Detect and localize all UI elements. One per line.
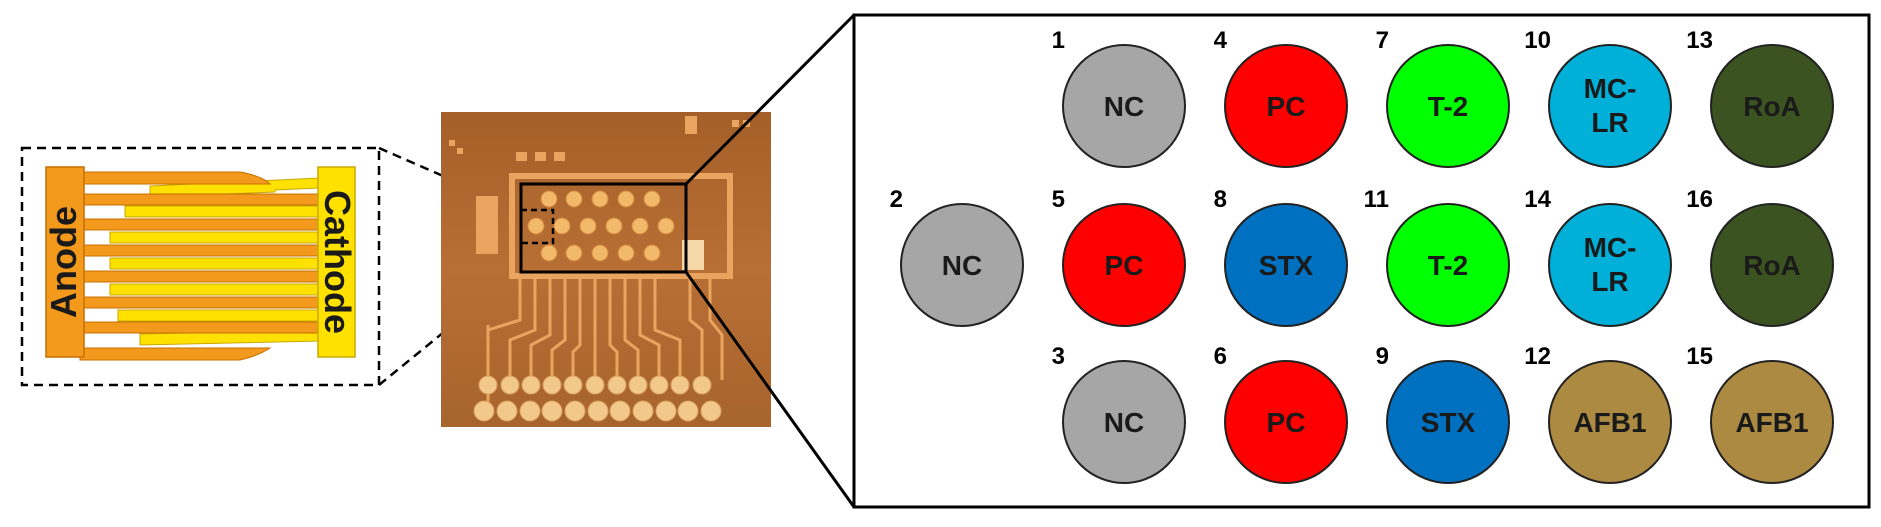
spot-circle	[1224, 44, 1348, 168]
spot-label: STX	[1259, 250, 1314, 281]
spot-circle	[1386, 203, 1510, 327]
spot-circle	[1062, 44, 1186, 168]
spot-number: 1	[1052, 27, 1065, 54]
chip-electrodes	[527, 190, 675, 262]
spot-circle	[1386, 360, 1510, 484]
chip-markers	[449, 116, 750, 161]
spot-circle	[1062, 360, 1186, 484]
spot-number: 14	[1524, 186, 1551, 213]
spot-number: 10	[1524, 27, 1551, 54]
spot-number: 2	[890, 186, 903, 213]
spot-1: 1NC	[1052, 27, 1186, 168]
cathode-label: Cathode	[317, 190, 358, 334]
spot-circle	[1710, 44, 1834, 168]
spot-number: 11	[1364, 186, 1389, 213]
spot-label: AFB1	[1573, 407, 1646, 438]
chip-array-frame	[509, 173, 733, 279]
spot-circle	[1224, 360, 1348, 484]
spot-5: 5PC	[1052, 186, 1186, 327]
array-connector-bottom	[684, 271, 856, 508]
spot-label: NC	[1104, 407, 1144, 438]
array-connector-top	[684, 13, 856, 186]
spot-number: 8	[1214, 186, 1227, 213]
spot-array: 1NC4PC7T-210MC-LR13RoA2NC5PC8STX11T-214M…	[890, 27, 1834, 484]
spot-label: PC	[1267, 91, 1306, 122]
spot-number: 6	[1214, 343, 1227, 370]
spot-circle	[1710, 203, 1834, 327]
spot-number: 13	[1686, 27, 1713, 54]
chip-traces	[486, 276, 724, 410]
spot-number: 3	[1052, 343, 1065, 370]
spot-array-panel: 1NC4PC7T-210MC-LR13RoA2NC5PC8STX11T-214M…	[852, 13, 1871, 509]
spot-7: 7T-2	[1376, 27, 1510, 168]
spot-number: 12	[1524, 343, 1551, 370]
spot-circle	[1548, 44, 1672, 168]
spot-label: PC	[1105, 250, 1144, 281]
spot-label: T-2	[1428, 250, 1468, 281]
chip-side-pad	[476, 196, 498, 254]
spot-circle	[1386, 44, 1510, 168]
cathode-bar	[317, 166, 356, 358]
spot-label: PC	[1267, 407, 1306, 438]
spot-label: MC-LR	[1584, 232, 1637, 297]
spot-label: STX	[1421, 407, 1476, 438]
spot-number: 16	[1686, 186, 1713, 213]
spot-2: 2NC	[890, 186, 1024, 327]
spot-circle	[1548, 203, 1672, 327]
spot-label: T-2	[1428, 91, 1468, 122]
spot-number: 5	[1052, 186, 1065, 213]
spot-4: 4PC	[1214, 27, 1348, 168]
spot-3: 3NC	[1052, 343, 1186, 484]
electrode-detail: Anode Cathode	[20, 146, 381, 387]
spot-circle	[900, 203, 1024, 327]
spot-label: AFB1	[1735, 407, 1808, 438]
cathode-fingers	[109, 177, 326, 346]
chip-array-zoom-box	[519, 182, 688, 274]
spot-label: NC	[1104, 91, 1144, 122]
spot-circle	[1062, 203, 1186, 327]
spot-number: 15	[1686, 343, 1713, 370]
spot-6: 6PC	[1214, 343, 1348, 484]
chip-photo	[441, 112, 771, 427]
spot-number: 7	[1376, 27, 1389, 54]
spot-circle	[1224, 203, 1348, 327]
spot-11: 11T-2	[1364, 186, 1510, 327]
anode-bar	[45, 166, 85, 358]
spot-number: 9	[1376, 343, 1389, 370]
spot-label: RoA	[1743, 250, 1801, 281]
anode-fingers	[79, 171, 321, 361]
anode-label: Anode	[43, 206, 84, 318]
chip-substrate	[441, 112, 771, 427]
spot-circle	[1710, 360, 1834, 484]
spot-label: MC-LR	[1584, 73, 1637, 138]
spot-number: 4	[1214, 27, 1228, 54]
chip-bond-pads	[473, 375, 722, 422]
spot-label: NC	[942, 250, 982, 281]
spot-circle	[1548, 360, 1672, 484]
spot-label: RoA	[1743, 91, 1801, 122]
